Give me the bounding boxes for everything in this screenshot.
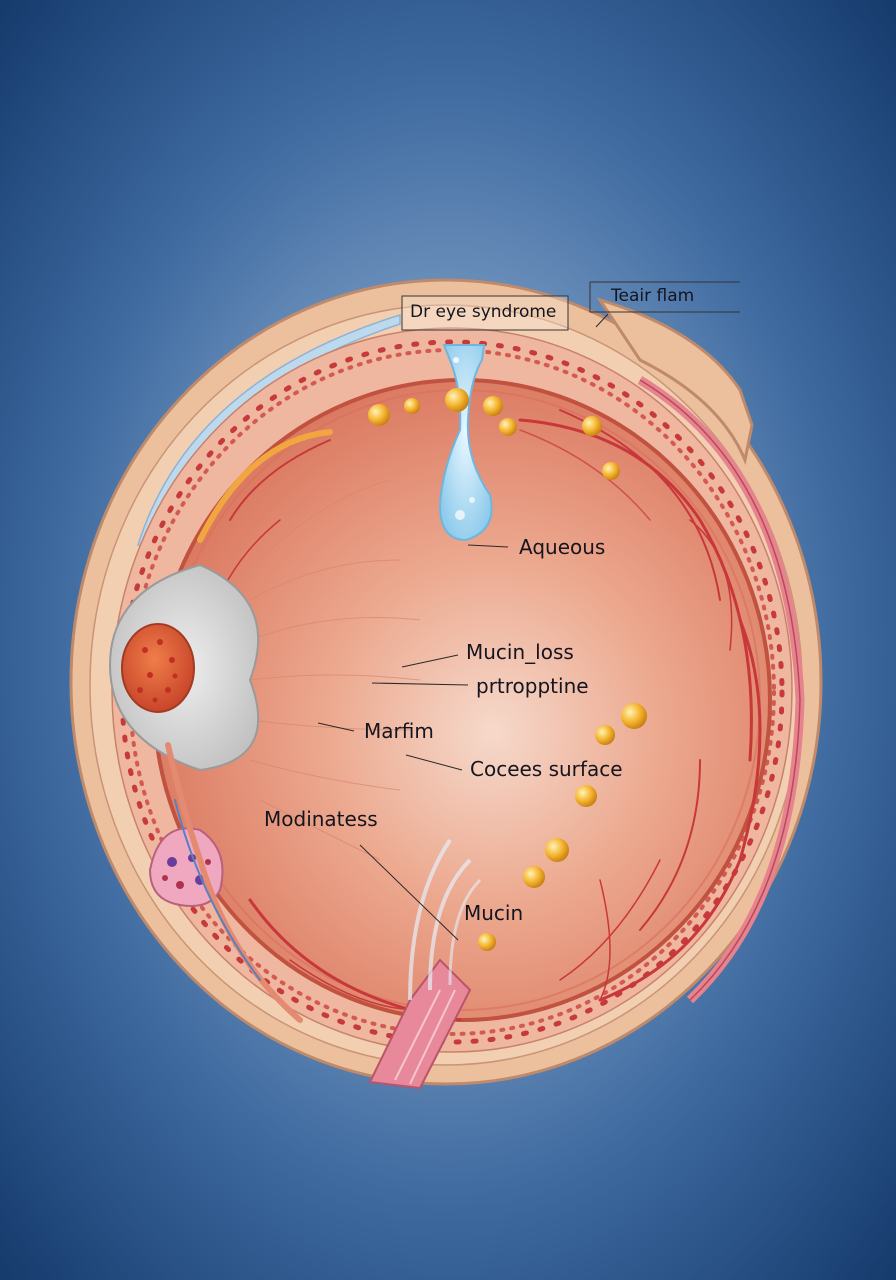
label-aqueous: Aqueous [519,535,606,559]
label-prtropptine: prtropptine [476,674,589,698]
tear-duct [165,742,303,1023]
label-cocees-surface: Cocees surface [470,757,623,781]
label-tear-film: Teair flam [611,286,695,306]
label-modinatess: Modinatess [264,807,378,831]
lipid-droplets [368,388,647,951]
optic-nerve [368,838,482,1090]
label-marfim: Marfim [364,719,434,743]
label-mucin: Mucin [464,901,524,925]
blood-vessels [209,409,762,1022]
label-mucin-loss: Mucin_loss [466,640,574,664]
lens-and-iris [108,563,260,772]
label-dry-eye-syndrome: Dr eye syndrome [410,302,557,322]
retinal-fibers [249,479,421,861]
tear-drop [438,344,493,542]
label-leaders [317,281,740,941]
ciliary-body [197,429,333,543]
